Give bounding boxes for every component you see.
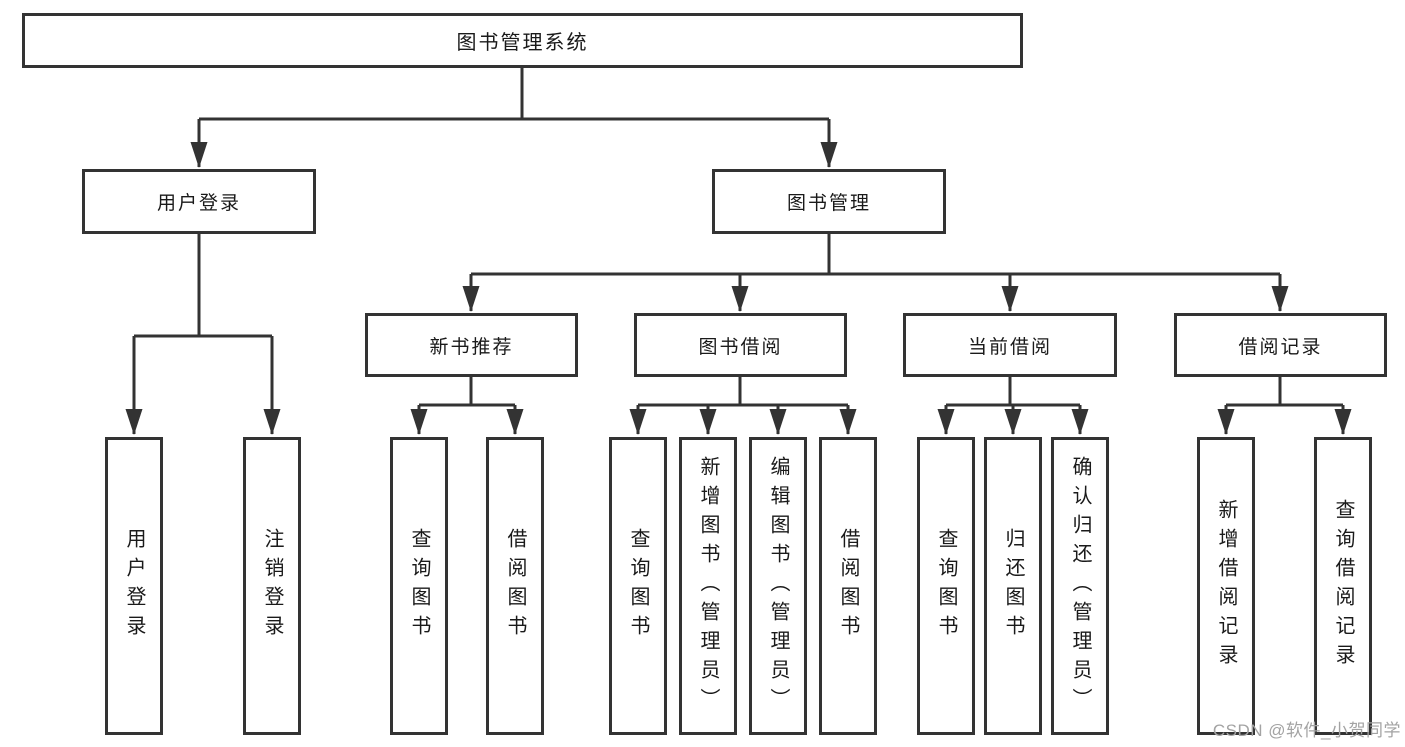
watermark: CSDN @软件_小贺同学 [1212,721,1401,740]
leaf-node-newbook-borrow-books: 借阅图书 [486,437,544,735]
leaf-node-borrow-borrow-books: 借阅图书 [819,437,877,735]
leaf-node-newbook-query-books: 查询图书 [390,437,448,735]
leaf-node-records-add-borrow-record: 新增借阅记录 [1197,437,1255,735]
connector-new-book-branch [419,377,515,407]
module-node-new-book-recommend: 新书推荐 [365,313,578,377]
connector-root-branch [199,68,829,121]
branch-node-user-login: 用户登录 [82,169,316,234]
connector-current-borrow-branch [946,377,1080,407]
root-node-system: 图书管理系统 [22,13,1023,68]
leaf-node-user-login: 用户登录 [105,437,163,735]
leaf-node-borrow-edit-books-admin: 编辑图书（管理员） [749,437,807,735]
module-node-book-borrow: 图书借阅 [634,313,847,377]
module-node-borrow-records: 借阅记录 [1174,313,1387,377]
leaf-node-borrow-add-books-admin: 新增图书（管理员） [679,437,737,735]
module-node-current-borrow: 当前借阅 [903,313,1117,377]
connector-user-login-branch [134,234,272,338]
connector-book-borrow-branch [638,377,848,407]
connector-book-management-branch [471,234,1280,276]
leaf-node-current-confirm-return-admin: 确认归还（管理员） [1051,437,1109,735]
leaf-node-current-query-books: 查询图书 [917,437,975,735]
branch-node-book-management: 图书管理 [712,169,946,234]
leaf-node-borrow-query-books: 查询图书 [609,437,667,735]
connector-borrow-records-branch [1226,377,1343,407]
leaf-node-logout: 注销登录 [243,437,301,735]
leaf-node-current-return-books: 归还图书 [984,437,1042,735]
leaf-node-records-query-borrow-record: 查询借阅记录 [1314,437,1372,735]
